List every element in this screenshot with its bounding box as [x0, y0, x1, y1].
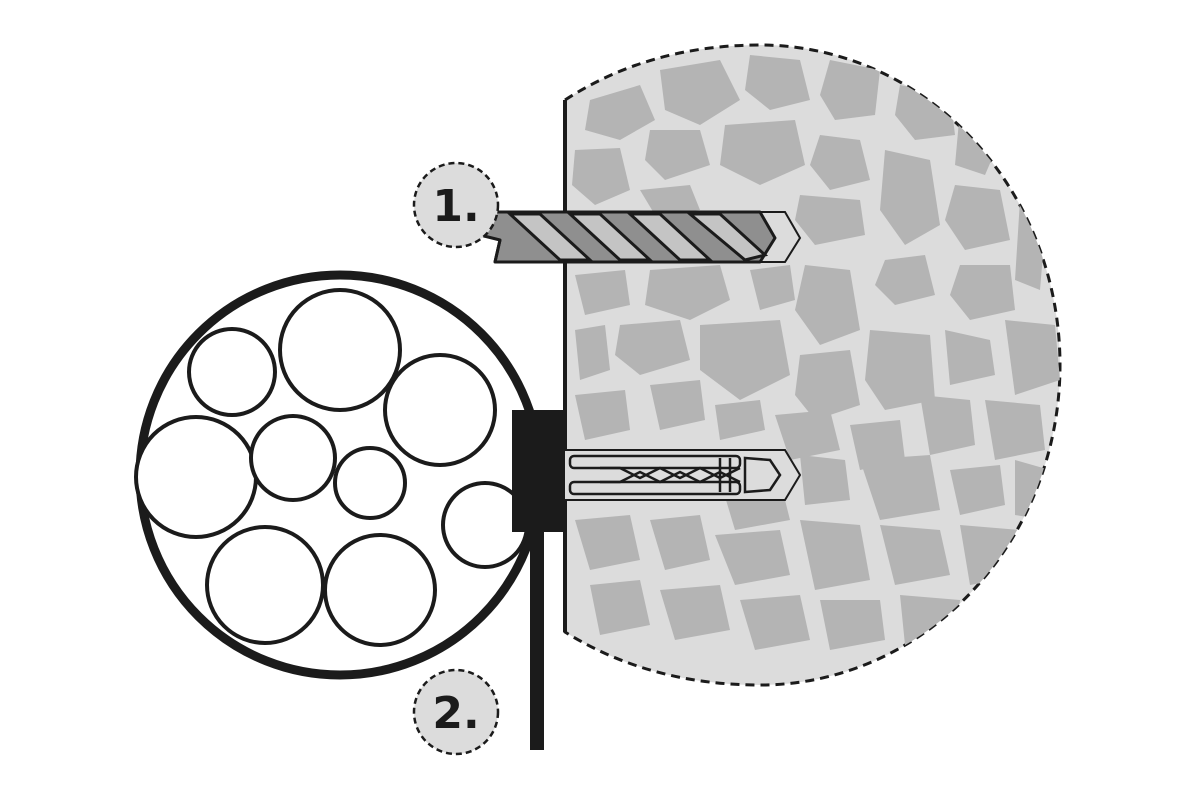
cable: [249, 414, 337, 502]
cable: [134, 415, 258, 539]
cable-bundle-icon: [134, 270, 545, 680]
cable: [333, 446, 407, 520]
wall-plug-icon: [565, 449, 802, 501]
step-2-label: 2.: [432, 688, 479, 739]
drill-bit-icon: [478, 210, 777, 264]
cable: [323, 533, 437, 647]
cable: [187, 327, 277, 417]
step-2-badge: 2.: [412, 668, 500, 756]
step-1-badge: 1.: [412, 161, 500, 249]
step-1-label: 1.: [432, 181, 479, 232]
cable: [383, 353, 497, 467]
cable-tie-clamp-icon: [512, 410, 565, 750]
wall-stones: [572, 55, 1060, 650]
cable: [205, 525, 325, 645]
cable: [278, 288, 402, 412]
stone-wall: [563, 43, 1062, 687]
